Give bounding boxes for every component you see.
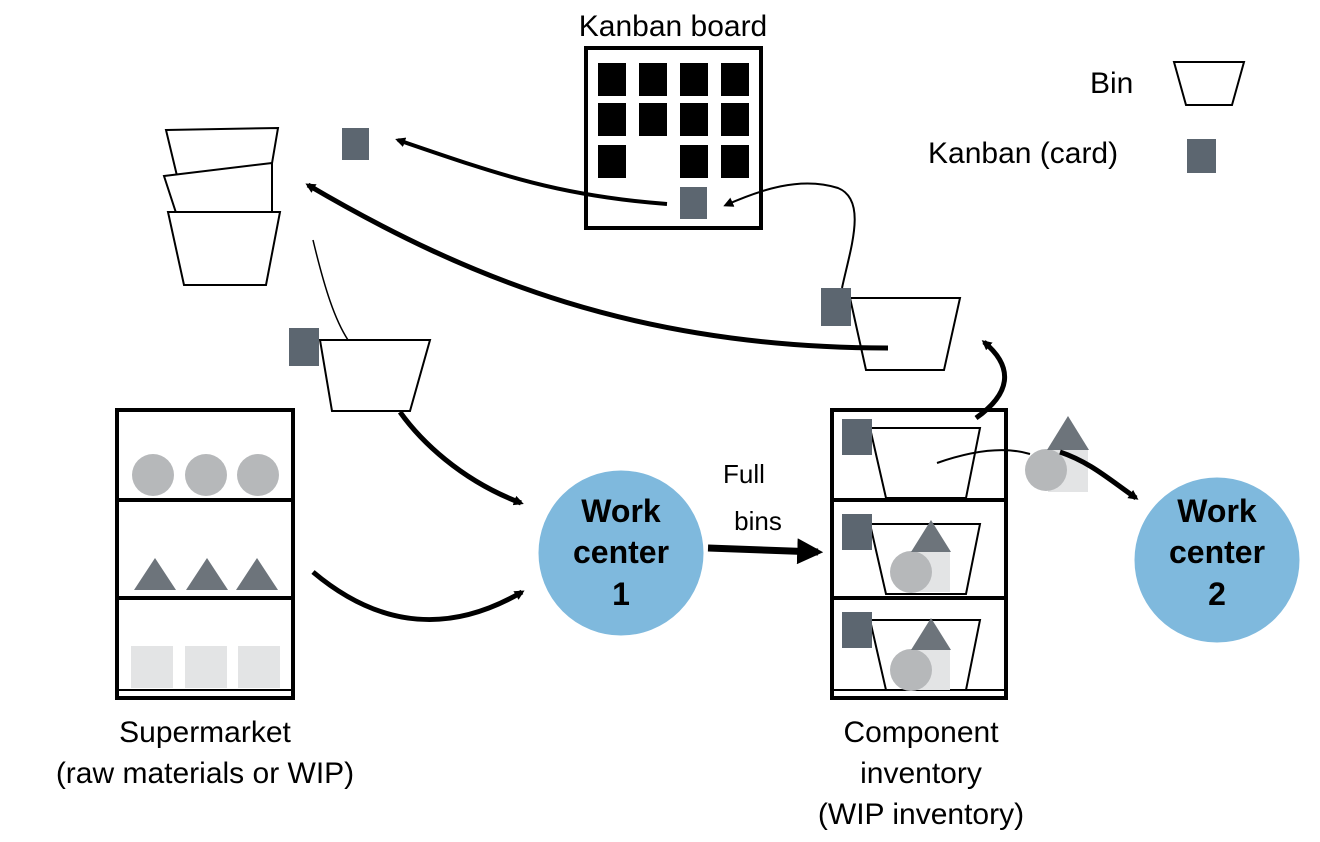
circle-part bbox=[132, 454, 174, 496]
circle-part bbox=[185, 454, 227, 496]
svg-text:center: center bbox=[1169, 534, 1265, 570]
kanban-card-icon bbox=[842, 514, 872, 550]
arrow-bin-to-stack bbox=[305, 182, 889, 351]
arrow-bin-to-wc1 bbox=[397, 410, 524, 506]
legend-bin-label: Bin bbox=[1090, 67, 1133, 100]
component-inventory-label: Component bbox=[843, 716, 999, 749]
board-card-slot bbox=[721, 63, 749, 96]
legend-card-label: Kanban (card) bbox=[928, 137, 1118, 170]
arrow-part-to-wc2 bbox=[1059, 449, 1139, 501]
circle-part bbox=[890, 551, 932, 593]
board-card-slot bbox=[639, 63, 667, 96]
component-inventory-sublabel: (WIP inventory) bbox=[818, 798, 1024, 831]
kanban-card-icon bbox=[680, 187, 707, 219]
bin-icon bbox=[868, 427, 982, 499]
arrow-full-bins bbox=[707, 538, 824, 565]
kanban-card-icon bbox=[289, 328, 319, 366]
component-inventory-shelf bbox=[830, 408, 1008, 700]
line-bin-to-part bbox=[936, 449, 1031, 464]
square-part bbox=[238, 646, 280, 688]
svg-text:center: center bbox=[573, 534, 669, 570]
supermarket-sublabel: (raw materials or WIP) bbox=[56, 757, 354, 790]
triangle-part bbox=[911, 618, 951, 650]
component-inventory-label: inventory bbox=[860, 757, 982, 790]
board-card-slot bbox=[721, 145, 749, 178]
square-part bbox=[185, 646, 227, 688]
stacked-bins bbox=[162, 126, 282, 286]
arrow-card-to-board bbox=[723, 182, 856, 289]
full-bins-label: Full bbox=[723, 459, 765, 489]
supermarket-shelf bbox=[115, 408, 295, 700]
board-card-slot bbox=[598, 145, 626, 178]
board-card-slot bbox=[639, 103, 667, 136]
board-card-slot bbox=[598, 63, 626, 96]
supermarket-label: Supermarket bbox=[119, 716, 291, 749]
flow-arrows bbox=[305, 137, 1139, 622]
board-card-slot bbox=[680, 63, 708, 96]
kanban-card-icon bbox=[842, 612, 872, 648]
triangle-part bbox=[911, 520, 951, 552]
moving-part bbox=[1025, 416, 1089, 492]
legend-bin-icon bbox=[1172, 61, 1246, 106]
kanban-board-title: Kanban board bbox=[579, 10, 768, 43]
board-card-slot bbox=[598, 103, 626, 136]
bin-icon bbox=[318, 339, 432, 412]
full-bins-label: bins bbox=[734, 506, 782, 536]
work-center-1: Work center 1 bbox=[535, 467, 707, 639]
board-card-slot bbox=[680, 145, 708, 178]
board-card-slot bbox=[721, 103, 749, 136]
arrow-inventory-to-bin bbox=[974, 340, 1008, 421]
svg-text:Work: Work bbox=[1177, 493, 1257, 529]
work-center-2: Work center 2 bbox=[1131, 474, 1303, 646]
circle-part bbox=[237, 454, 279, 496]
arrow-supermarket-to-wc1 bbox=[311, 570, 525, 622]
board-card-slot bbox=[680, 103, 708, 136]
svg-text:2: 2 bbox=[1208, 576, 1226, 612]
line-stack-to-bin bbox=[312, 239, 349, 341]
triangle-part bbox=[186, 558, 228, 590]
square-part bbox=[131, 646, 173, 688]
kanban-card-icon bbox=[342, 128, 369, 160]
kanban-board bbox=[584, 46, 763, 230]
triangle-part bbox=[236, 558, 278, 590]
kanban-card-icon bbox=[842, 419, 872, 455]
bin-icon bbox=[848, 297, 962, 371]
arrow-board-to-card bbox=[395, 137, 668, 206]
legend-kanban-card-icon bbox=[1187, 139, 1216, 173]
svg-text:Work: Work bbox=[581, 493, 661, 529]
svg-text:1: 1 bbox=[612, 576, 630, 612]
kanban-card-icon bbox=[821, 288, 851, 326]
triangle-part bbox=[134, 558, 176, 590]
circle-part bbox=[890, 649, 932, 691]
